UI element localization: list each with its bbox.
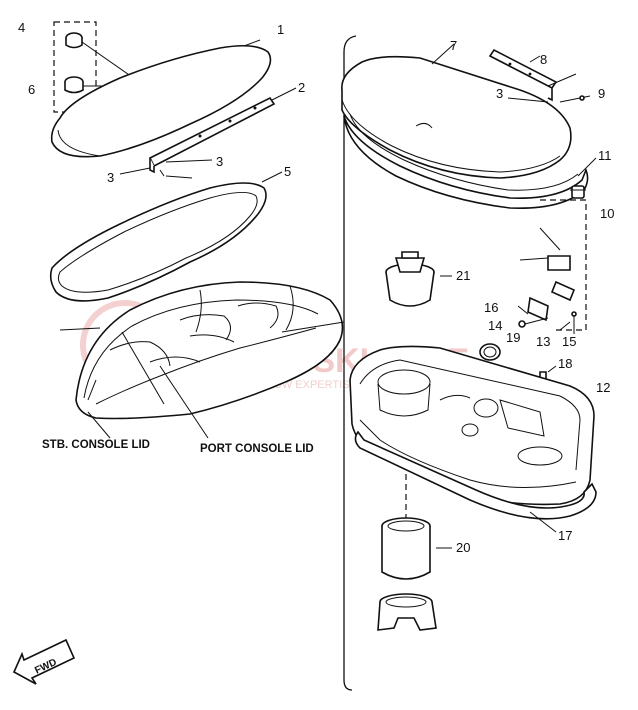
part-8-hinge — [488, 48, 591, 103]
label-part-12: 12 — [596, 380, 610, 395]
port-console-lid-callout: PORT CONSOLE LID — [200, 443, 314, 455]
jet-boat-hull — [59, 281, 345, 439]
label-part-13: 13 — [536, 334, 550, 349]
label-part-7: 7 — [450, 38, 457, 53]
stb-console-lid-callout: STB. CONSOLE LID — [42, 439, 150, 451]
label-part-3: 3 — [496, 86, 503, 101]
part-2-hinge — [119, 87, 297, 179]
part-5-seal — [49, 171, 283, 302]
label-part-21: 21 — [456, 268, 470, 283]
label-part-4: 4 — [18, 20, 25, 35]
part-17-gasket — [354, 430, 597, 533]
label-part-8: 8 — [540, 52, 547, 67]
part-21-fitting — [385, 251, 452, 307]
part-19-ring — [479, 343, 501, 361]
part-labels: 1 2 3 3 4 5 6 7 8 3 9 11 10 21 16 14 13 … — [18, 20, 614, 555]
label-part-9: 9 — [598, 86, 605, 101]
group-bracket — [343, 35, 357, 691]
label-part-17: 17 — [558, 528, 572, 543]
label-part-16: 16 — [484, 300, 498, 315]
label-part-14: 14 — [488, 318, 502, 333]
label-part-6: 6 — [28, 82, 35, 97]
part-11-lid-seal — [343, 113, 597, 209]
label-part-1: 1 — [277, 22, 284, 37]
label-part-3: 3 — [216, 154, 223, 169]
label-part-11: 11 — [598, 148, 612, 163]
mount-base — [377, 593, 437, 631]
label-part-15: 15 — [562, 334, 576, 349]
label-part-5: 5 — [284, 164, 291, 179]
part-1-stb-console-lid — [50, 39, 272, 158]
label-part-18: 18 — [558, 356, 572, 371]
label-part-19: 19 — [506, 330, 520, 345]
part-20-cylinder — [381, 474, 452, 580]
part-7-port-console-lid — [341, 43, 572, 179]
latch-assembly — [517, 185, 587, 334]
fwd-arrow-icon: FWD — [12, 638, 76, 685]
label-part-20: 20 — [456, 540, 470, 555]
label-part-10: 10 — [600, 206, 614, 221]
label-part-3: 3 — [107, 170, 114, 185]
label-part-2: 2 — [298, 80, 305, 95]
